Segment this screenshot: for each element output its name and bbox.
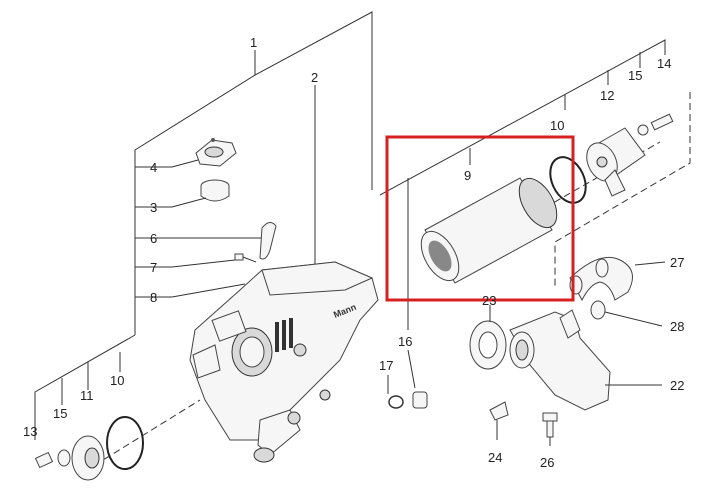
label-3: 3 xyxy=(150,200,157,215)
cover-11-part xyxy=(71,435,105,481)
o-ring-10-right-part xyxy=(549,156,587,204)
label-15-right: 15 xyxy=(628,68,642,83)
clip-24-part xyxy=(489,401,509,440)
filter-element-part xyxy=(420,177,558,284)
thermostat-element-part xyxy=(197,179,230,202)
label-2: 2 xyxy=(311,70,318,85)
label-6: 6 xyxy=(150,231,157,246)
label-13: 13 xyxy=(23,424,37,439)
label-23: 23 xyxy=(482,293,496,308)
hose-27-part xyxy=(569,256,666,302)
label-24: 24 xyxy=(488,450,502,465)
label-7: 7 xyxy=(150,260,157,275)
thermostat-cover-part xyxy=(195,138,237,167)
elbow-22-part xyxy=(509,309,662,411)
seal-17-part xyxy=(388,395,404,409)
highlight-box xyxy=(385,135,575,302)
label-1: 1 xyxy=(250,35,257,50)
screw-14-part xyxy=(650,113,674,131)
drain-plug-16-part xyxy=(412,391,428,409)
label-10-left: 10 xyxy=(110,373,124,388)
clamp-28-part xyxy=(590,300,663,327)
washer-15-right-part xyxy=(637,124,649,136)
label-15-left: 15 xyxy=(53,406,67,421)
label-14: 14 xyxy=(657,56,671,71)
screw-part xyxy=(234,253,257,263)
screw-13-part xyxy=(34,451,54,469)
label-4: 4 xyxy=(150,160,157,175)
filter-housing-part: Mann xyxy=(189,261,379,463)
label-11: 11 xyxy=(80,388,94,403)
label-26: 26 xyxy=(540,455,554,470)
label-9: 9 xyxy=(464,168,471,183)
part-labels: 1 2 4 3 6 7 8 10 11 15 13 9 10 12 15 14 … xyxy=(23,35,684,470)
label-16: 16 xyxy=(398,334,412,349)
label-17: 17 xyxy=(379,358,393,373)
o-ring-10-left-part xyxy=(106,416,144,470)
gasket-23-part xyxy=(469,305,507,370)
washer-15-part xyxy=(57,449,71,467)
label-12: 12 xyxy=(600,88,614,103)
label-22: 22 xyxy=(670,378,684,393)
bracket-clip-part xyxy=(259,222,277,260)
label-8: 8 xyxy=(150,290,157,305)
label-27: 27 xyxy=(670,255,684,270)
label-28: 28 xyxy=(670,319,684,334)
leader-lines xyxy=(34,11,691,466)
cover-12-part xyxy=(586,127,646,197)
label-10-right: 10 xyxy=(550,118,564,133)
bolt-26-part xyxy=(542,412,558,446)
